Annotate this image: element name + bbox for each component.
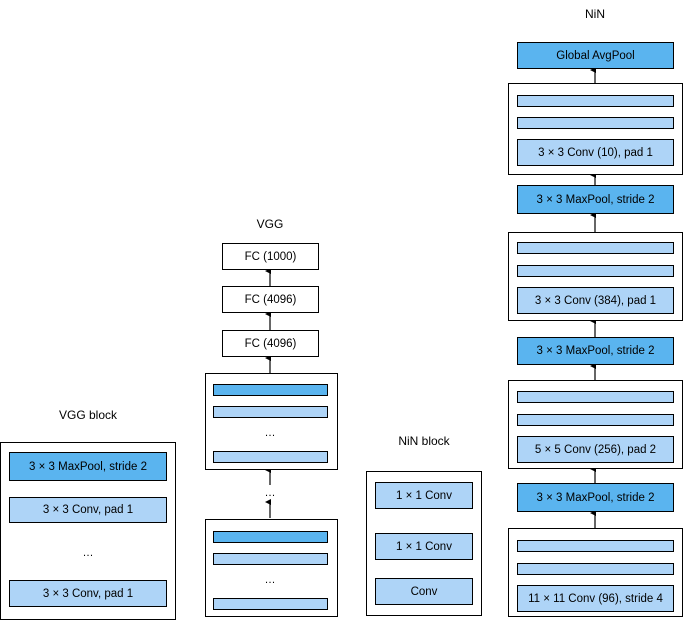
vgg-lower-pool-slab xyxy=(213,531,328,543)
vgg-upper-pool-slab xyxy=(213,384,328,396)
vgg-lower-conv-slab-bottom xyxy=(213,598,328,610)
nin-conv10: 3 × 3 Conv (10), pad 1 xyxy=(517,139,674,166)
nin-block-4-slab-top xyxy=(517,95,674,107)
nin-block-1-slab-mid xyxy=(517,563,674,575)
nin-conv96: 11 × 11 Conv (96), stride 4 xyxy=(517,585,674,612)
nin-conv256: 5 × 5 Conv (256), pad 2 xyxy=(517,436,674,463)
nin-block-3-slab-top xyxy=(517,242,674,254)
nin-global-avgpool: Global AvgPool xyxy=(517,42,674,69)
nin-maxpool-3: 3 × 3 MaxPool, stride 2 xyxy=(517,185,674,214)
vgg-block-conv-bottom: 3 × 3 Conv, pad 1 xyxy=(9,580,167,607)
nin-block-2-slab-top xyxy=(517,391,674,403)
vgg-lower-ellipsis: … xyxy=(264,574,276,586)
nin-block-4-slab-mid xyxy=(517,117,674,129)
nin-maxpool-1: 3 × 3 MaxPool, stride 2 xyxy=(517,483,674,512)
nin-maxpool-2: 3 × 3 MaxPool, stride 2 xyxy=(517,337,674,365)
nin-block-conv1x1-top: 1 × 1 Conv xyxy=(375,482,473,509)
vgg-block-title: VGG block xyxy=(58,408,118,422)
nin-block-title: NiN block xyxy=(398,434,450,448)
vgg-fc-4096-top: FC (4096) xyxy=(222,286,319,313)
nin-title: NiN xyxy=(585,7,605,21)
nin-block-conv: Conv xyxy=(375,578,473,605)
nin-block-3-slab-mid xyxy=(517,265,674,277)
vgg-lower-conv-slab xyxy=(213,553,328,565)
nin-block-conv1x1-bottom: 1 × 1 Conv xyxy=(375,533,473,560)
nin-conv384: 3 × 3 Conv (384), pad 1 xyxy=(517,287,674,314)
nin-block-1-slab-top xyxy=(517,540,674,552)
vgg-between-ellipsis: … xyxy=(264,487,276,499)
vgg-upper-ellipsis: … xyxy=(264,427,276,439)
vgg-upper-conv-slab xyxy=(213,406,328,418)
vgg-block-ellipsis: … xyxy=(82,547,94,559)
vgg-title: VGG xyxy=(256,217,284,231)
vgg-block-maxpool: 3 × 3 MaxPool, stride 2 xyxy=(9,452,167,481)
nin-block-2-slab-mid xyxy=(517,414,674,426)
vgg-fc-4096-bottom: FC (4096) xyxy=(222,330,319,357)
vgg-block-conv-top: 3 × 3 Conv, pad 1 xyxy=(9,497,167,523)
vgg-upper-conv-slab-bottom xyxy=(213,451,328,463)
vgg-fc-1000: FC (1000) xyxy=(222,243,319,270)
